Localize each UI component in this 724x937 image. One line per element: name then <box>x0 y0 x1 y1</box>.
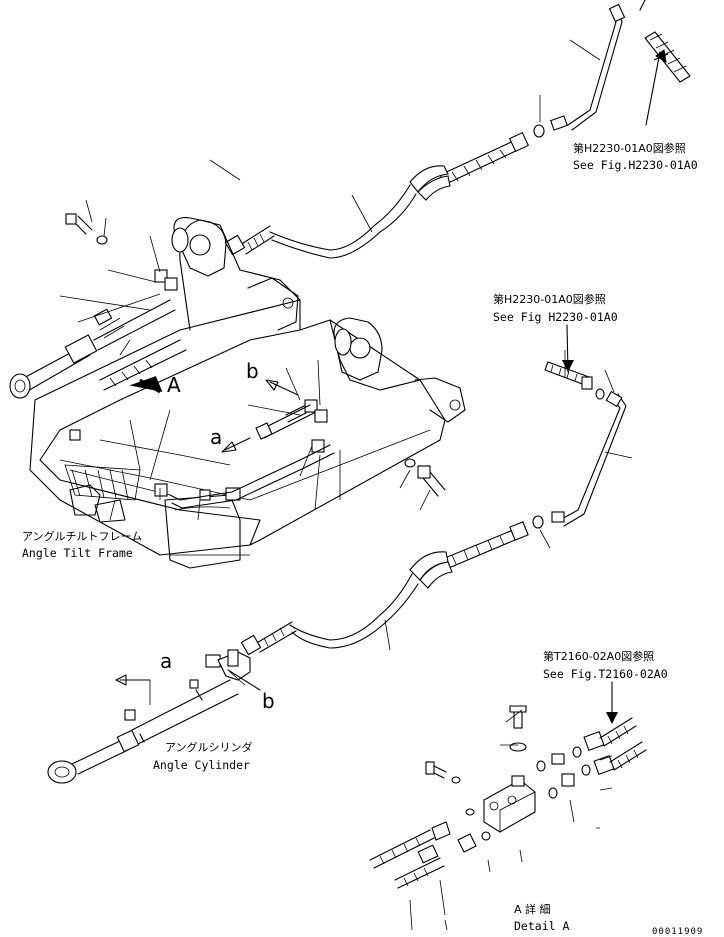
detail-label-jp: A 詳 細 <box>514 902 551 916</box>
detail-a <box>369 705 647 931</box>
angle-tilt-frame <box>9 199 466 569</box>
angle-cylinder <box>47 649 261 784</box>
marker-b-cylinder: b <box>262 689 275 713</box>
frame-label-en: Angle Tilt Frame <box>22 546 133 560</box>
marker-a-frame: a <box>210 425 222 449</box>
cylinder-label-jp: アングルシリンダ <box>165 740 253 754</box>
detail-label-en: Detail A <box>514 919 569 933</box>
ref-bottom-jp: 第T2160-02A0図参照 <box>543 649 654 663</box>
frame-label-jp: アングルチルトフレーム <box>22 529 142 543</box>
marker-A: A <box>167 373 181 397</box>
lower-pipe-assembly <box>240 350 633 656</box>
upper-pipe-assembly <box>209 0 691 259</box>
ref-middle-en: See Fig H2230-01A0 <box>493 310 618 324</box>
marker-a-cylinder: a <box>160 649 172 673</box>
ref-bottom-en: See Fig.T2160-02A0 <box>543 667 668 681</box>
marker-b-frame: b <box>246 359 259 383</box>
cylinder-label-en: Angle Cylinder <box>153 758 250 772</box>
drawing-number: 00011909 <box>652 927 703 937</box>
ref-middle-jp: 第H2230-01A0図参照 <box>493 292 606 306</box>
ref-top-en: See Fig.H2230-01A0 <box>573 158 698 172</box>
ref-top-jp: 第H2230-01A0図参照 <box>573 141 686 155</box>
